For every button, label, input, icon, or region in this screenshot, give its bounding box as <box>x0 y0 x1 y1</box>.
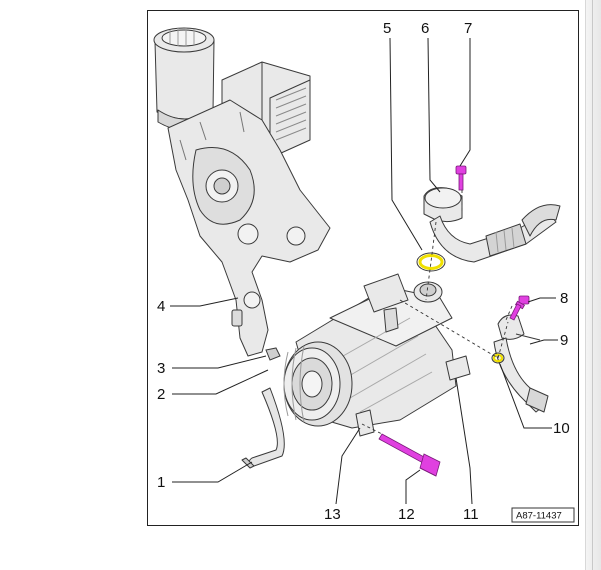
callout-11: 11 <box>463 506 479 523</box>
poly-v-belt <box>241 387 285 469</box>
callout-8: 8 <box>560 290 568 307</box>
figure-id-box: A87-11437 <box>511 507 575 523</box>
callout-13: 13 <box>324 506 341 523</box>
refrigerant-line-lower <box>493 314 549 413</box>
refrigerant-line-upper <box>423 187 561 263</box>
leader-lines <box>170 37 558 505</box>
callout-numbers: 1 2 3 4 5 6 7 8 9 10 11 12 13 <box>157 20 570 523</box>
scrollbar-rule <box>592 0 593 570</box>
callout-6: 6 <box>421 20 429 37</box>
bolt-8 <box>509 295 530 321</box>
assembly-axis-lines <box>361 190 513 435</box>
callout-5: 5 <box>383 20 391 37</box>
ac-compressor <box>283 273 471 437</box>
figure-id: A87-11437 <box>516 511 562 522</box>
bolt-7 <box>455 165 467 191</box>
callout-12: 12 <box>398 506 415 523</box>
callout-3: 3 <box>157 360 165 377</box>
callout-2: 2 <box>157 386 165 403</box>
nut-3 <box>265 347 281 361</box>
exploded-parts-diagram: 1 2 3 4 5 6 7 8 9 10 11 12 13 A87-11437 <box>153 20 575 523</box>
seal-ring-10 <box>491 352 505 364</box>
seal-ring-5 <box>416 252 446 272</box>
callout-10: 10 <box>553 420 570 437</box>
callout-1: 1 <box>157 474 165 491</box>
callout-7: 7 <box>464 20 472 37</box>
callout-4: 4 <box>157 298 165 315</box>
scrollbar-track[interactable] <box>585 0 601 570</box>
bolt-12 <box>378 433 441 477</box>
callout-9: 9 <box>560 332 568 349</box>
diagram-frame <box>147 10 579 526</box>
oil-filter-housing <box>153 27 331 357</box>
